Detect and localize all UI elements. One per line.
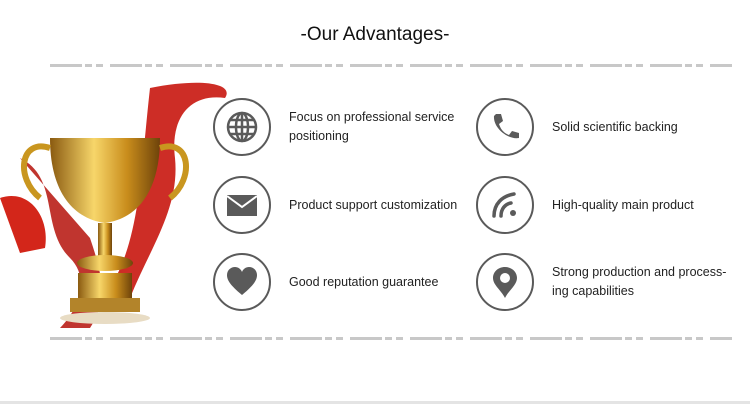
phone-icon: [476, 98, 534, 156]
advantage-item: Good reputation guarantee: [213, 253, 438, 311]
advantage-label: Good reputation guarantee: [289, 274, 439, 289]
advantage-item: Strong production and process-ing capabi…: [476, 253, 737, 311]
advantage-label: Focus on professional service positionin…: [289, 110, 455, 143]
bottom-border: [0, 401, 750, 404]
signal-icon: [476, 176, 534, 234]
divider-top: [48, 64, 732, 67]
advantage-label: Strong production and process-ing capabi…: [552, 265, 727, 298]
envelope-icon: [213, 176, 271, 234]
heart-icon: [213, 253, 271, 311]
advantage-label: High-quality main product: [552, 197, 694, 212]
section-title: -Our Advantages-: [300, 24, 450, 45]
advantage-label: Solid scientific backing: [552, 119, 678, 134]
location-pin-icon: [476, 253, 534, 311]
advantage-label: Product support customization: [289, 197, 458, 212]
advantage-item: High-quality main product: [476, 176, 694, 234]
advantage-item: Solid scientific backing: [476, 98, 678, 156]
advantage-item: Focus on professional service positionin…: [213, 98, 469, 156]
globe-icon: [213, 98, 271, 156]
advantage-item: Product support customization: [213, 176, 457, 234]
trophy-image: [0, 82, 227, 328]
divider-bottom: [48, 337, 732, 340]
